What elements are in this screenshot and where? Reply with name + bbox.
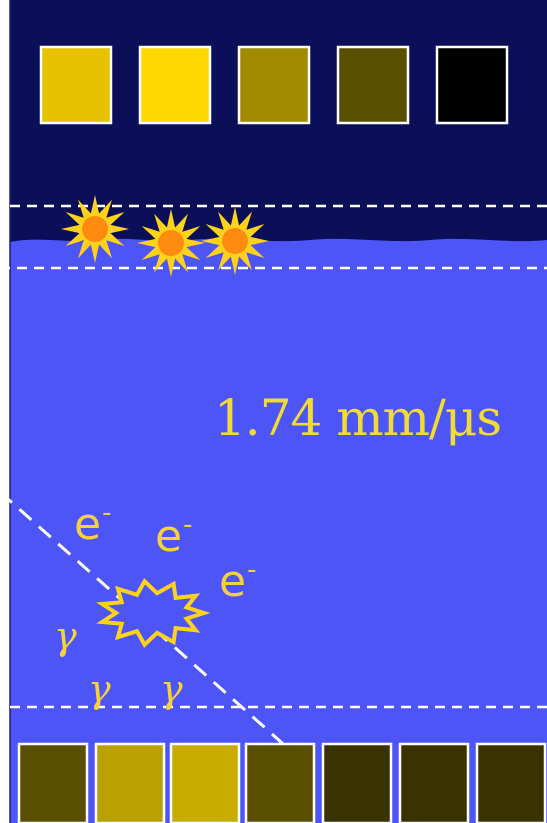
sun-burst-core xyxy=(222,228,248,254)
sun-burst-icon xyxy=(137,209,205,277)
bottom-square-6 xyxy=(398,742,470,823)
fluid-region xyxy=(10,238,547,823)
sun-burst-icon xyxy=(61,195,129,263)
top-square-4 xyxy=(336,45,410,125)
top-square-2 xyxy=(138,45,212,125)
gamma-label-2: γ xyxy=(88,667,111,711)
gamma-label-3: γ xyxy=(160,667,183,711)
top-square-5 xyxy=(435,45,509,125)
top-square-3 xyxy=(237,45,311,125)
speed-label: 1.74 mm/μs xyxy=(214,389,502,447)
explosion-icon xyxy=(96,578,211,648)
bottom-square-7 xyxy=(475,742,547,823)
bottom-square-3 xyxy=(169,742,241,823)
sun-burst-core xyxy=(158,230,184,256)
bottom-square-2 xyxy=(94,742,166,823)
left-frame xyxy=(0,0,10,823)
electron-label-2: e- xyxy=(155,512,192,559)
sun-burst-icon xyxy=(201,207,269,275)
electron-symbol: e xyxy=(219,556,247,607)
sun-burst-core xyxy=(82,216,108,242)
gamma-label-1: γ xyxy=(54,614,77,658)
bottom-square-4 xyxy=(244,742,316,823)
electron-symbol: e xyxy=(74,499,102,550)
top-square-1 xyxy=(39,45,113,125)
electron-charge: - xyxy=(183,510,193,540)
electron-label-1: e- xyxy=(74,500,111,547)
electron-charge: - xyxy=(102,498,112,528)
electron-symbol: e xyxy=(155,511,183,562)
electron-label-3: e- xyxy=(219,557,256,604)
bottom-square-1 xyxy=(17,742,89,823)
electron-charge: - xyxy=(247,555,257,585)
bottom-square-5 xyxy=(321,742,393,823)
